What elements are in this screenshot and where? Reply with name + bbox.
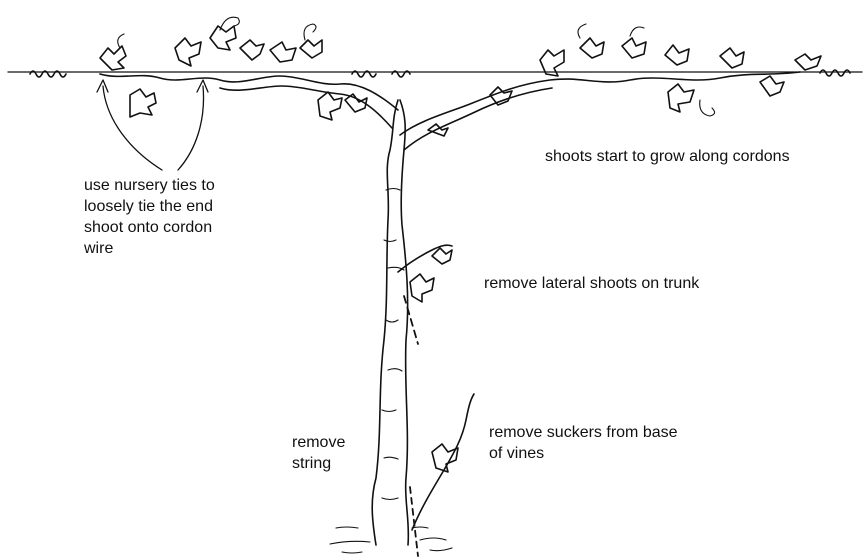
sucker-shoot	[412, 394, 474, 530]
label-lateral-shoots: remove lateral shoots on trunk	[484, 273, 699, 294]
tendril	[118, 17, 316, 48]
leaf	[410, 274, 434, 302]
leaf	[665, 45, 689, 65]
leaf	[300, 40, 322, 58]
label-remove-string: remove string	[292, 432, 345, 474]
leaf	[270, 42, 296, 62]
leaf	[175, 38, 201, 66]
wire-twist-right	[820, 70, 850, 76]
trunk-bark	[382, 189, 404, 500]
leaf	[318, 92, 342, 120]
cordon-arm-right	[400, 72, 800, 135]
leaf	[210, 26, 236, 50]
trunk-right-edge	[400, 100, 408, 545]
label-nursery-ties: use nursery ties to loosely tie the end …	[84, 175, 284, 259]
leaf	[622, 38, 646, 58]
cut-mark-sucker	[410, 487, 418, 556]
leaf	[668, 84, 694, 112]
cordon-arm-right-lower	[404, 88, 552, 150]
trunk	[372, 100, 398, 545]
label-shoots-cordons: shoots start to grow along cordons	[545, 146, 790, 167]
leaf	[432, 248, 452, 264]
cordon-arm-left-lower	[220, 86, 392, 128]
label-remove-suckers: remove suckers from base of vines	[489, 422, 678, 464]
leaf	[240, 40, 264, 60]
leaf	[130, 89, 156, 117]
cordon-arm-left	[100, 74, 398, 110]
ground	[330, 527, 452, 553]
pointer-arrow-right	[178, 80, 208, 170]
leaf	[580, 38, 604, 58]
leaf	[100, 46, 126, 70]
leaf	[760, 76, 784, 96]
tendril	[578, 24, 715, 116]
leaf	[795, 54, 821, 70]
leaf	[720, 48, 744, 68]
